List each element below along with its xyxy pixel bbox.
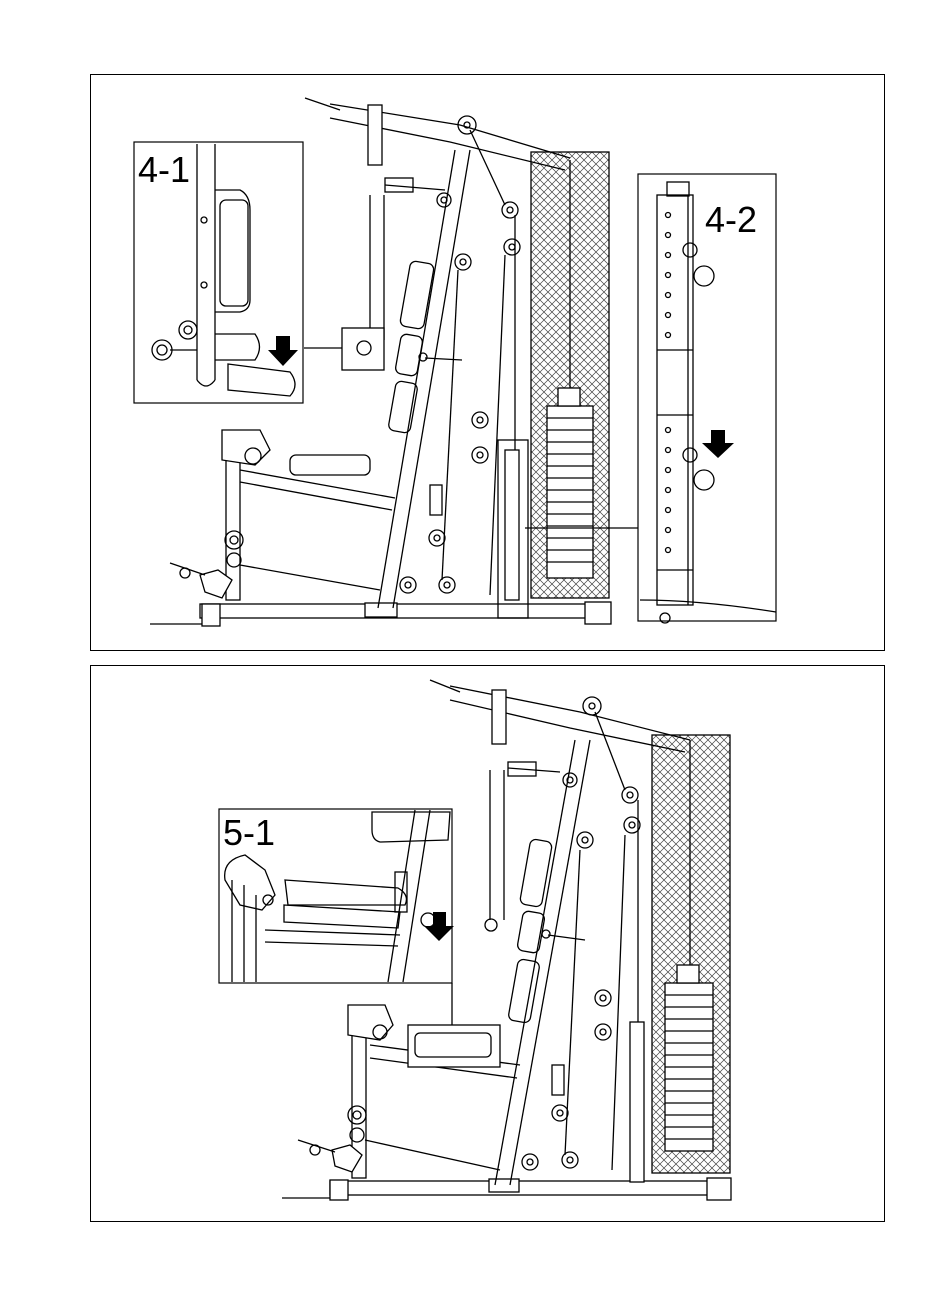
step-label-5-1: 5-1 [223,812,275,853]
step-label-4-1: 4-1 [138,149,190,190]
weight-stack-icon [665,965,713,1151]
weight-stack-icon [547,388,593,578]
step-label-4-2: 4-2 [705,199,757,240]
inset-4-2: 4-2 [638,174,776,623]
inset-5-1: 5-1 [219,809,454,983]
inset-4-1: 4-1 [134,142,303,403]
